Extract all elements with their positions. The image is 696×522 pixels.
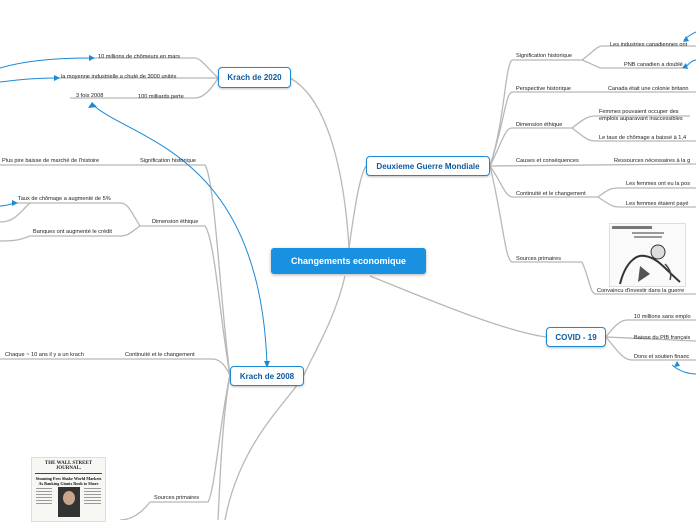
krach2008-continuite-item[interactable]: Chaque ~ 10 ans il y a un krach bbox=[5, 352, 84, 359]
krach2008-signification-item[interactable]: Plus pire baisse de marché de l'histoire bbox=[2, 158, 99, 165]
krach2020-extra[interactable]: 3 fois 2008 bbox=[76, 93, 103, 100]
root-label: Changements economique bbox=[291, 256, 406, 266]
wall-street-journal-image[interactable]: THE WALL STREET JOURNAL. Stunning Fees S… bbox=[31, 457, 106, 522]
topic-krach-2008[interactable]: Krach de 2008 bbox=[230, 366, 304, 386]
krach2020-item-1[interactable]: 10 millions de chômeurs en mars bbox=[98, 54, 180, 61]
root-topic[interactable]: Changements economique bbox=[271, 248, 426, 274]
guerre-continuite-label[interactable]: Continuité et le changement bbox=[516, 191, 586, 198]
krach2008-continuite-label[interactable]: Continuité et le changement bbox=[125, 352, 195, 359]
krach2008-ethique-item-2[interactable]: Banques ont augmenté le crédit bbox=[33, 229, 112, 236]
krach2020-item-2[interactable]: la moyenne industrielle a chuté de 3000 … bbox=[61, 74, 176, 81]
guerre-ethique-item-2[interactable]: Le taux de chômage a baissé à 1,4 bbox=[599, 135, 686, 142]
guerre-signification-item-1[interactable]: Les industries canadiennes ont bbox=[610, 42, 687, 49]
guerre-perspective-item[interactable]: Canada était une colonie britann bbox=[608, 86, 689, 93]
krach2008-ethique-label[interactable]: Dimension éthique bbox=[152, 219, 198, 226]
guerre-ethique-item-1b[interactable]: emplois auparavant inaccessibles bbox=[599, 116, 683, 123]
guerre-signification-item-2[interactable]: PNB canadien a doublé bbox=[624, 62, 683, 69]
guerre-causes-label[interactable]: Causes et conséquences bbox=[516, 158, 579, 165]
guerre-ethique-label[interactable]: Dimension éthique bbox=[516, 122, 562, 129]
newspaper-masthead: THE WALL STREET JOURNAL. bbox=[32, 461, 105, 471]
krach2020-item-3[interactable]: 100 milliards perte bbox=[138, 94, 184, 101]
guerre-continuite-item-1[interactable]: Les femmes ont eu la pos bbox=[626, 181, 690, 188]
guerre-ethique-item-1a[interactable]: Femmes pouvaient occuper des bbox=[599, 109, 679, 116]
topic-label: COVID - 19 bbox=[555, 333, 596, 342]
guerre-signification-label[interactable]: Signification historique bbox=[516, 53, 572, 60]
topic-covid-19[interactable]: COVID - 19 bbox=[546, 327, 606, 347]
guerre-continuite-item-2[interactable]: Les femmes étaient payé bbox=[626, 201, 689, 208]
covid-item-1[interactable]: 10 millions sans emplo bbox=[634, 314, 691, 321]
krach2008-ethique-item-1[interactable]: Taux de chômage a augmenté de 5% bbox=[18, 196, 111, 203]
krach2008-sources-label[interactable]: Sources primaires bbox=[154, 495, 199, 502]
krach2008-signification-label[interactable]: Signification historique bbox=[140, 158, 196, 165]
topic-label: Krach de 2020 bbox=[227, 73, 281, 82]
topic-krach-2020[interactable]: Krach de 2020 bbox=[218, 67, 291, 88]
guerre-sources-label[interactable]: Sources primaires bbox=[516, 256, 561, 263]
guerre-causes-item[interactable]: Ressources nécessaires à la g bbox=[614, 158, 690, 165]
covid-item-3[interactable]: Dons et soutien financ bbox=[634, 354, 689, 361]
topic-label: Krach de 2008 bbox=[240, 372, 294, 381]
war-cartoon-image[interactable] bbox=[609, 223, 686, 287]
topic-deuxieme-guerre[interactable]: Deuxieme Guerre Mondiale bbox=[366, 156, 490, 176]
covid-item-2[interactable]: Baisse du PIB français bbox=[634, 335, 690, 342]
guerre-sources-caption[interactable]: Convaincu d'investir dans la guerre bbox=[597, 288, 684, 295]
guerre-perspective-label[interactable]: Perspective historique bbox=[516, 86, 571, 93]
topic-label: Deuxieme Guerre Mondiale bbox=[376, 162, 479, 171]
